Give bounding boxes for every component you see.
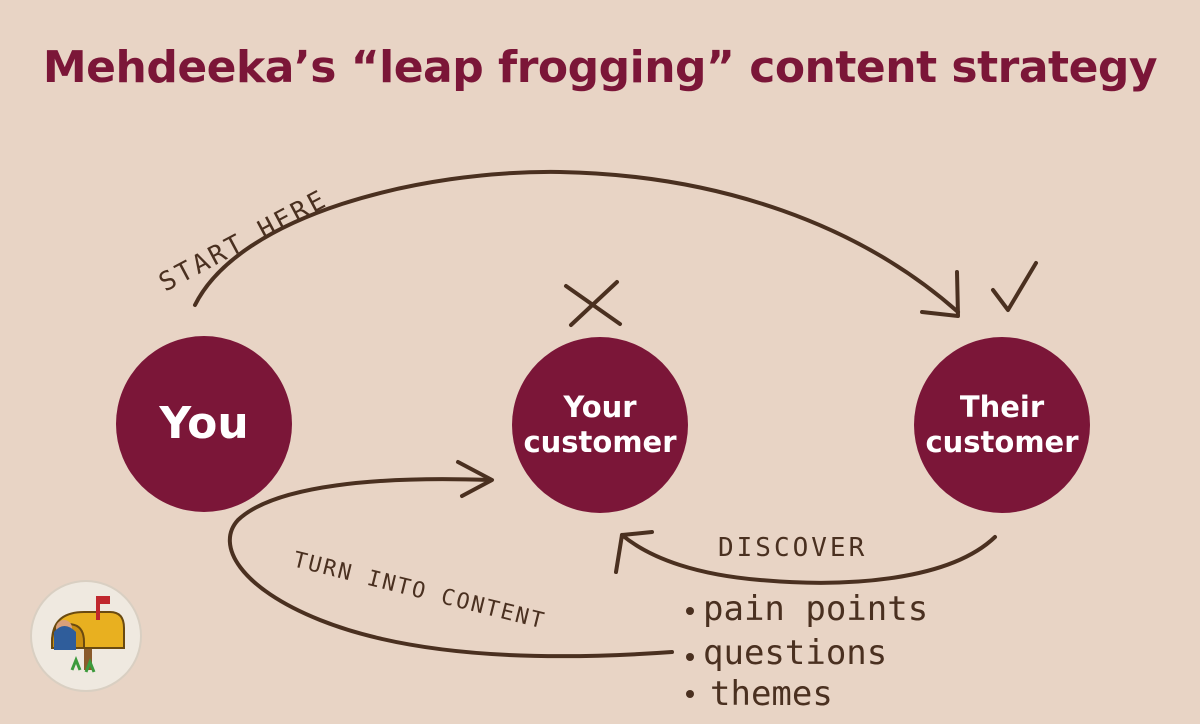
start-here-arrow: [193, 169, 960, 314]
start-here-arrowhead: [920, 270, 960, 318]
node-you: You: [116, 336, 292, 512]
discover-arrow: [620, 533, 997, 585]
turn-into-content-arrowhead: [456, 460, 494, 498]
diagram-title: Mehdeeka’s “leap frogging” content strat…: [42, 42, 1158, 93]
list-item: pain points: [703, 589, 928, 629]
node-their-customer-line1: Their: [959, 389, 1045, 424]
list-item: questions: [703, 633, 887, 673]
list-item: themes: [710, 674, 833, 714]
node-their-customer: Their customer: [914, 337, 1090, 513]
node-your-customer-line2: customer: [523, 425, 677, 459]
bullet-icon: [686, 607, 694, 615]
node-your-customer-line1: Your: [563, 389, 637, 424]
start-here-label: START HERE: [154, 184, 333, 298]
node-your-customer: Your customer: [512, 337, 688, 513]
discover-label: DISCOVER: [718, 533, 867, 563]
mailbox-illustration: [51, 596, 125, 673]
discover-arrowhead: [614, 530, 654, 574]
discover-list: pain points questions themes: [686, 589, 928, 714]
node-their-customer-line2: customer: [925, 425, 1079, 459]
node-you-label: You: [159, 398, 249, 450]
check-icon: [991, 261, 1038, 312]
bullet-icon: [686, 653, 694, 661]
bullet-icon: [686, 690, 694, 698]
mailbox-avatar: [30, 580, 142, 692]
turn-into-content-arrow: [227, 477, 674, 659]
cross-icon: [564, 280, 622, 327]
